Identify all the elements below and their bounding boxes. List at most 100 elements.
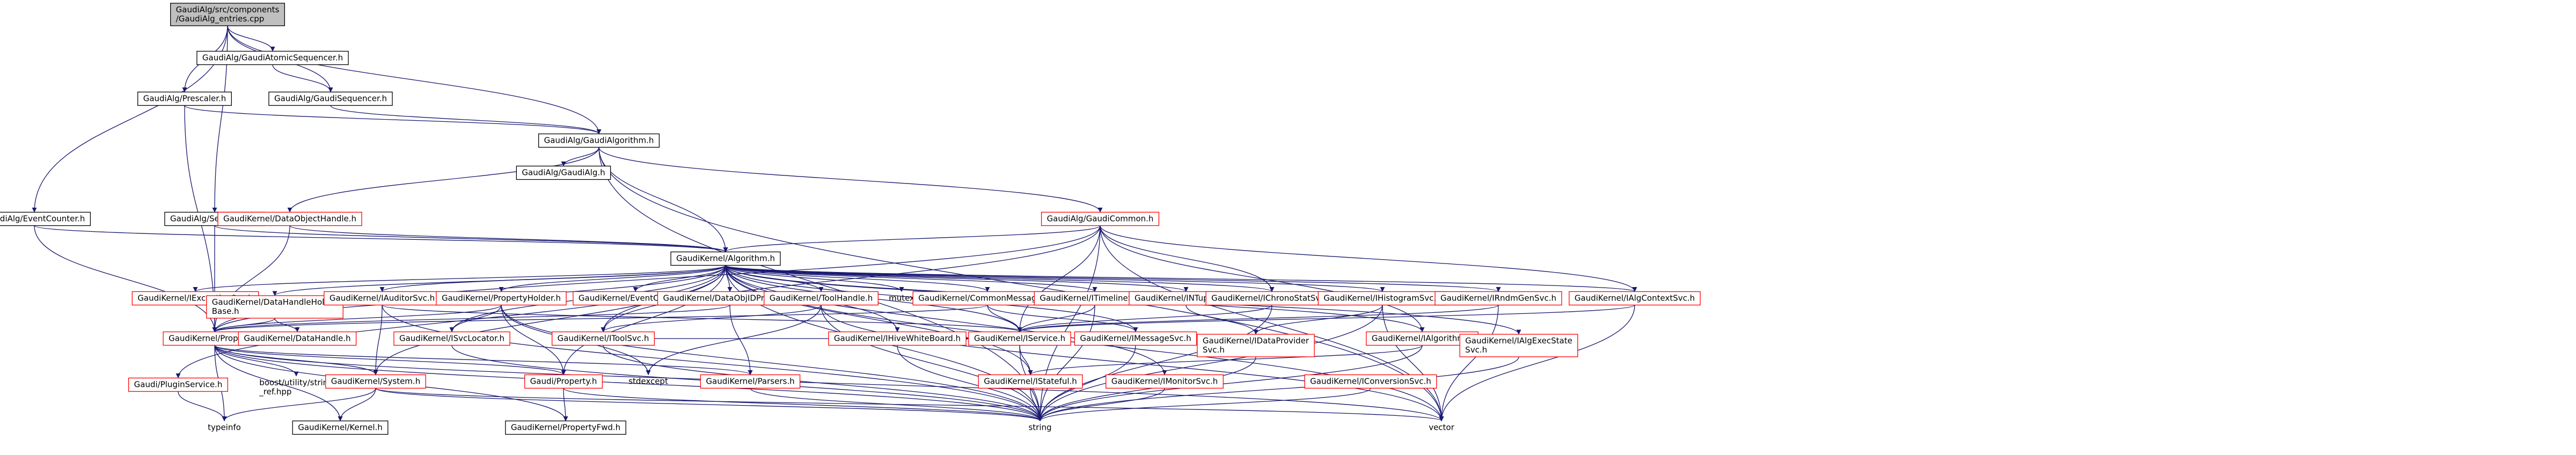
node-ialg[interactable]: GaudiKernel/IAlgorithm.h [1366,331,1479,346]
node-label: GaudiKernel/PropertyFwd.h [511,423,620,432]
node-label: GaudiKernel/IRndmGenSvc.h [1440,293,1556,303]
node-label: Svc.h [1465,345,1487,355]
node-box [292,420,389,435]
edge-dop-to-pars [729,305,753,375]
edge-iaud-to-sys [373,305,383,375]
edge-gprop-to-pfwd [563,388,568,421]
node-stdx[interactable]: stdexcept [628,377,668,386]
node-kern[interactable]: GaudiKernel/Kernel.h [292,420,389,435]
edge-prop-to-pars [214,344,753,376]
node-box [505,420,626,435]
node-ihis[interactable]: GaudiKernel/IHistogramSvc.h [1318,291,1447,306]
edge-evc-to-prop [34,225,217,332]
edge-ph-to-string [501,305,1043,421]
node-pfwd[interactable]: GaudiKernel/PropertyFwd.h [505,420,626,435]
node-label: GaudiKernel/DataHandleHolder [212,297,338,307]
node-evc[interactable]: GaudiAlg/EventCounter.h [0,211,91,226]
node-ichr[interactable]: GaudiKernel/IChronoStatSvc.h [1205,291,1338,306]
edge-ihis-to-idp [1253,305,1383,335]
node-gaas[interactable]: GaudiAlg/GaudiAtomicSequencer.h [196,50,349,65]
node-iwb[interactable]: GaudiKernel/IHiveWhiteBoard.h [828,331,967,346]
node-algo[interactable]: GaudiKernel/Algorithm.h [670,251,781,266]
edge-ialgctx-to-isvc [1017,304,1635,333]
node-box [1304,374,1437,389]
node-label: GaudiKernel/IHiveWhiteBoard.h [834,334,961,343]
node-box [524,374,603,389]
node-ph[interactable]: GaudiKernel/PropertyHolder.h [436,291,567,306]
node-box [137,91,232,106]
node-gprop[interactable]: Gaudi/Property.h [524,374,603,389]
node-typeinfo[interactable]: typeinfo [208,423,241,432]
node-imon[interactable]: GaudiKernel/IMonitorSvc.h [1106,374,1224,389]
node-label: GaudiKernel/DataObjIDProperty.h [663,293,796,303]
node-label: GaudiAlg/src/components [176,5,280,14]
edge-prop-to-vector [214,345,1444,421]
node-galgh[interactable]: GaudiAlg/GaudiAlg.h [516,165,611,180]
node-dh[interactable]: GaudiKernel/DataHandle.h [238,331,357,346]
node-iconv[interactable]: GaudiKernel/IConversionSvc.h [1304,374,1437,389]
node-label: GaudiKernel/DataHandle.h [244,334,350,343]
edge-ph-to-prop [212,304,502,333]
node-presc[interactable]: GaudiAlg/Prescaler.h [137,91,232,106]
edge-ichr-to-isvc [1017,304,1272,333]
edge-seq-to-algo [214,225,728,253]
edge-galg-to-vector [598,147,1444,421]
edge-galg-to-algo [598,147,728,252]
node-label: GaudiAlg/GaudiSequencer.h [274,94,387,104]
node-label: GaudiAlg/EventCounter.h [0,214,85,224]
node-label: boost/utility/string [259,378,333,387]
edge-imon-to-string [1037,388,1165,421]
node-label: GaudiKernel/IDataProvider [1203,336,1309,346]
node-label: GaudiKernel/IAuditorSvc.h [330,293,435,303]
node-itool[interactable]: GaudiKernel/IToolSvc.h [552,331,655,346]
edge-th-to-stdx [646,305,822,375]
node-label: GaudiKernel/Kernel.h [298,423,383,432]
node-label: /GaudiAlg_entries.cpp [176,14,265,24]
node-ialgctx[interactable]: GaudiKernel/IAlgContextSvc.h [1569,291,1701,306]
edge-dhhb-to-dh [274,318,300,332]
node-imsg[interactable]: GaudiKernel/IMessageSvc.h [1074,331,1197,346]
node-doh[interactable]: GaudiKernel/DataObjectHandle.h [217,211,362,226]
node-box [552,331,655,346]
node-box [700,374,801,389]
node-isvcl[interactable]: GaudiKernel/ISvcLocator.h [393,331,510,346]
node-label: GaudiAlg/Prescaler.h [143,94,226,104]
node-label: GaudiKernel/ITimelineSvc.h [1040,293,1150,303]
node-istat[interactable]: GaudiKernel/IStateful.h [978,374,1083,389]
node-sys[interactable]: GaudiKernel/System.h [325,374,426,389]
edge-th-to-string [821,305,1043,421]
edge-sys-to-typeinfo [222,388,376,421]
node-iaud[interactable]: GaudiKernel/IAuditorSvc.h [324,291,441,306]
node-box [196,50,349,65]
node-box [516,165,611,180]
node-mutex[interactable]: mutex [889,293,914,303]
node-string[interactable]: string [1028,423,1051,432]
node-vector[interactable]: vector [1429,423,1454,432]
node-box [268,91,393,106]
node-th[interactable]: GaudiKernel/ToolHandle.h [764,291,879,306]
node-irnd[interactable]: GaudiKernel/IRndmGenSvc.h [1435,291,1562,306]
node-gseq[interactable]: GaudiAlg/GaudiSequencer.h [268,91,393,106]
node-label: GaudiKernel/PropertyHolder.h [442,293,561,303]
node-box [393,331,510,346]
edge-itl-to-isvc [1017,305,1095,332]
node-bstr[interactable]: boost/utility/string_ref.hpp [259,378,333,397]
edge-algo-to-iaud [379,265,726,292]
node-box [968,331,1071,346]
edge-evc-to-algo [34,225,728,253]
node-box [325,374,426,389]
node-plug[interactable]: Gaudi/PluginService.h [128,377,229,392]
node-isvc[interactable]: GaudiKernel/IService.h [968,331,1071,346]
node-pars[interactable]: GaudiKernel/Parsers.h [700,374,801,389]
edge-pars-to-string [750,388,1043,421]
node-label: GaudiAlg/GaudiAtomicSequencer.h [202,53,343,63]
node-gcom[interactable]: GaudiAlg/GaudiCommon.h [1041,211,1160,226]
node-label: Gaudi/PluginService.h [134,380,223,390]
edge-sys-to-string [375,387,1043,422]
node-root[interactable]: GaudiAlg/src/components/GaudiAlg_entries… [170,3,285,26]
node-galg[interactable]: GaudiAlg/GaudiAlgorithm.h [538,133,660,148]
node-label: GaudiAlg/GaudiAlg.h [522,168,605,178]
